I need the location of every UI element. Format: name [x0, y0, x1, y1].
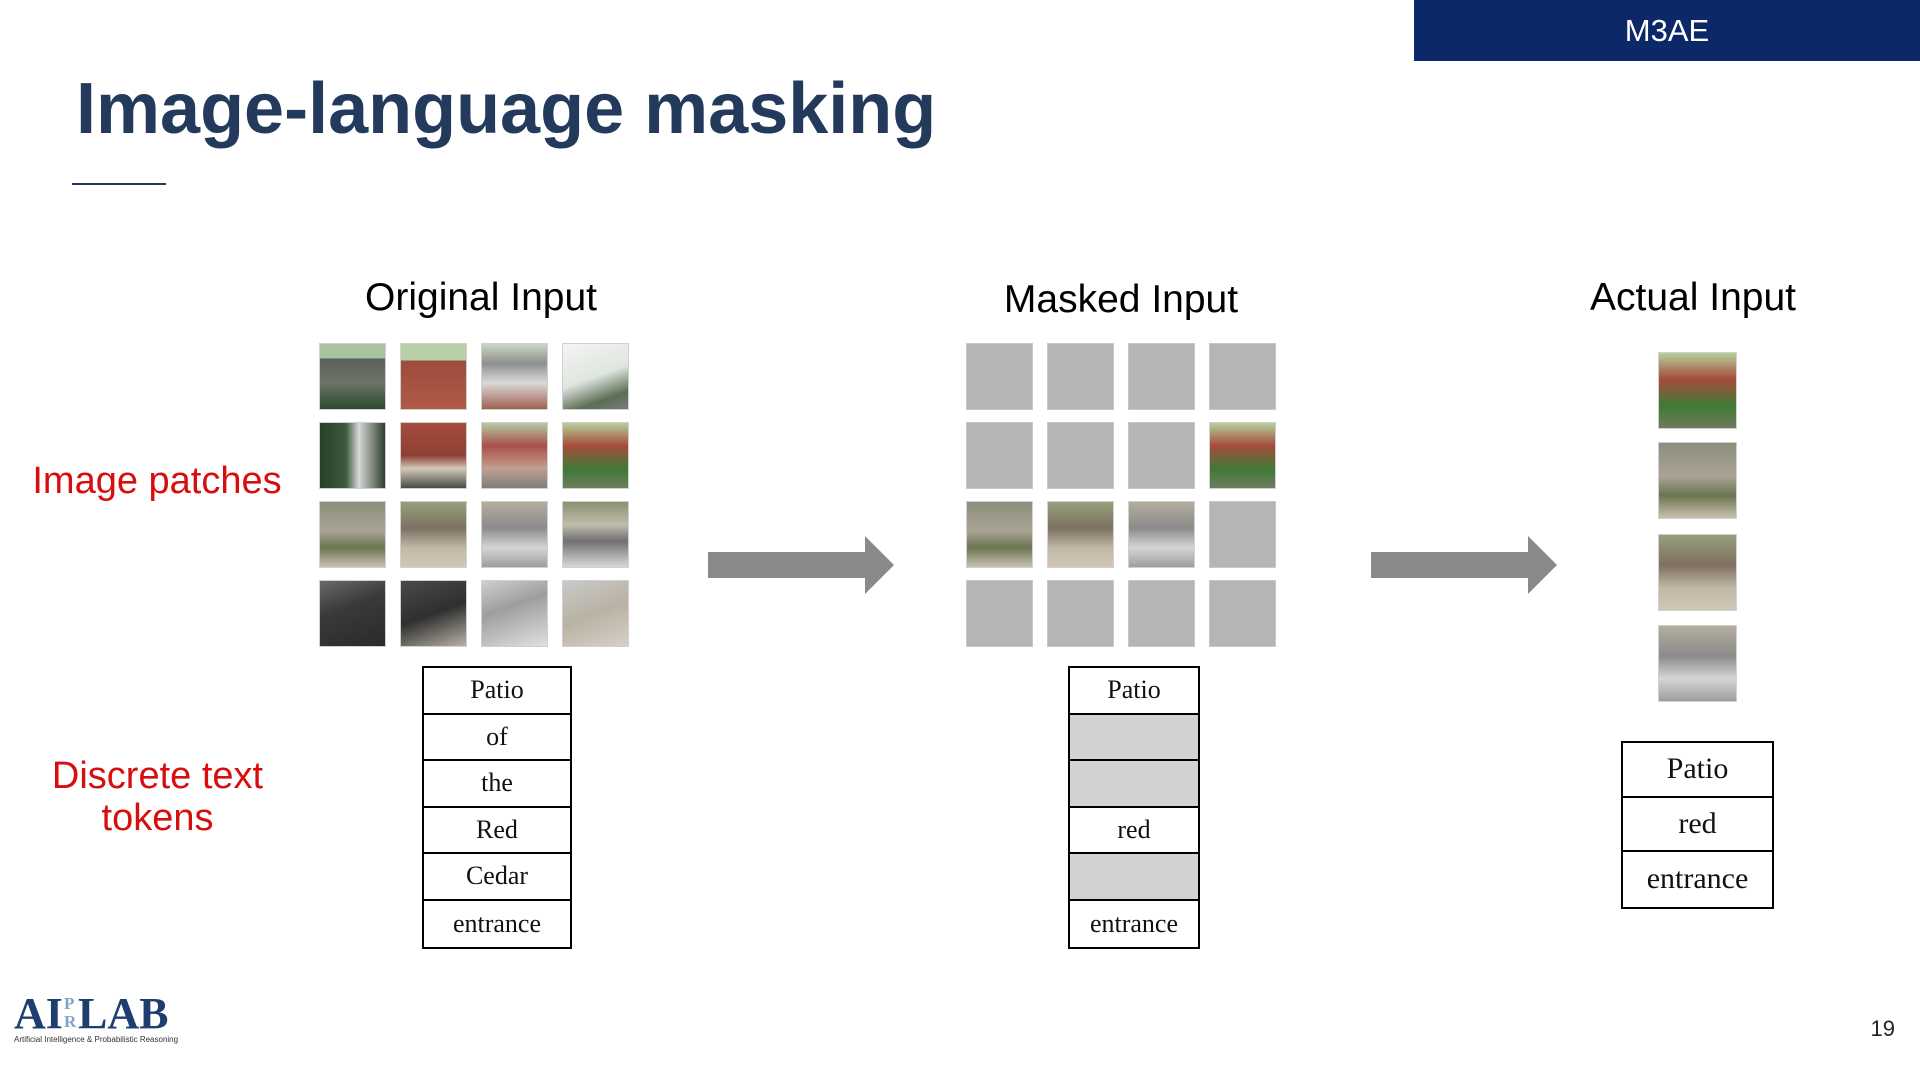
section-tag: M3AE [1414, 0, 1920, 61]
image-patch [1658, 534, 1737, 611]
image-patch [1209, 422, 1276, 489]
svg-text:AI: AI [14, 989, 63, 1038]
masked-patch [1128, 343, 1195, 410]
token-cell: entrance [1089, 908, 1179, 938]
image-patch [400, 501, 467, 568]
image-patch [481, 580, 548, 647]
svg-text:R: R [64, 1012, 77, 1031]
masked-patch [1047, 343, 1114, 410]
masked-token-cell [1070, 714, 1198, 761]
token-cell: red [1623, 798, 1772, 852]
heading-actual-input: Actual Input [1590, 276, 1796, 319]
token-cell: Red [424, 808, 570, 854]
token-cell: entrance [1646, 862, 1749, 896]
image-patch [319, 343, 386, 410]
title-underline [72, 183, 166, 185]
image-patch [1658, 625, 1737, 702]
image-patch [966, 501, 1033, 568]
image-patch [481, 343, 548, 410]
image-patch [1658, 352, 1737, 429]
masked-patch [1209, 580, 1276, 647]
image-patch [319, 580, 386, 647]
image-patches-label: Image patches [32, 460, 282, 502]
masked-token-cell [1070, 854, 1198, 901]
token-cell: the [424, 761, 570, 808]
masked-patch [1128, 422, 1195, 489]
arrow-right-icon [1371, 536, 1557, 594]
masked-patch [1047, 580, 1114, 647]
image-patch [400, 422, 467, 489]
masked-patch [1209, 501, 1276, 568]
masked-patch [966, 580, 1033, 647]
token-cell: red [1070, 808, 1198, 854]
slide-title: Image-language masking [76, 69, 937, 149]
masked-token-table: Patio red entrance [1068, 666, 1200, 949]
image-patch [400, 580, 467, 647]
token-cell: Patio [424, 668, 570, 715]
heading-original-input: Original Input [365, 276, 597, 319]
image-patch [562, 501, 629, 568]
image-patch [481, 422, 548, 489]
svg-text:LAB: LAB [78, 989, 168, 1038]
page-number: 19 [1870, 1016, 1895, 1041]
masked-patch [966, 343, 1033, 410]
masked-patch [966, 422, 1033, 489]
image-patch [562, 422, 629, 489]
image-patch [319, 422, 386, 489]
image-patch [1128, 501, 1195, 568]
image-patch [1047, 501, 1114, 568]
token-cell: of [424, 715, 570, 761]
token-cell: Cedar [424, 854, 570, 901]
masked-patch [1128, 580, 1195, 647]
text-tokens-label: Discrete text tokens [51, 755, 264, 839]
image-patch [319, 501, 386, 568]
image-patch [562, 580, 629, 647]
token-cell: entrance [452, 908, 542, 938]
masked-patch [1209, 343, 1276, 410]
aiprlab-logo: AI P R LAB Artificial Intelligence & Pro… [14, 989, 178, 1044]
arrow-right-icon [708, 536, 894, 594]
image-patch [562, 343, 629, 410]
masked-patch [1047, 422, 1114, 489]
heading-masked-input: Masked Input [1003, 278, 1239, 321]
section-tag-label: M3AE [1624, 12, 1710, 48]
image-patch [481, 501, 548, 568]
svg-text:Artificial Intelligence & Prob: Artificial Intelligence & Probabilistic … [14, 1035, 178, 1044]
svg-text:P: P [64, 994, 74, 1013]
token-cell: Patio [1623, 743, 1772, 798]
masked-token-cell [1070, 761, 1198, 808]
token-cell: Patio [1070, 668, 1198, 715]
image-patch [400, 343, 467, 410]
image-patch [1658, 442, 1737, 519]
